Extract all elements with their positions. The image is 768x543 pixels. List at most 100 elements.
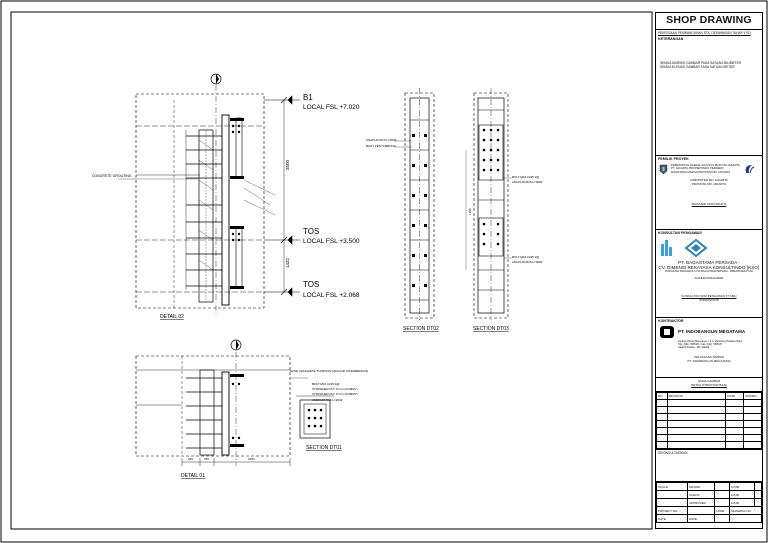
meta-check: CHECK <box>687 490 715 499</box>
meta-row: DATE DATE <box>655 514 762 523</box>
revision-row <box>656 399 762 407</box>
consultant-caption: KONSULTAN PENGAWAS / KSO BAGASTAMA PERSA… <box>664 270 754 273</box>
project-title: PEKERJAAN PEMBANGUNAN STA. DESAWASAN TAH… <box>658 31 751 35</box>
revision-col-no: NO <box>656 392 668 400</box>
callout-dt01-1: BOLT M16 A325 4@ <box>312 382 339 386</box>
revision-row <box>656 413 762 421</box>
sheet-title: SHOP DRAWING <box>666 14 752 26</box>
callout-dt01-3: STIFFENER PLT. 8 mm (DUMMY) <box>312 392 358 396</box>
meta-drawing-no: DRAWING NO. <box>729 506 762 515</box>
meta-section: SCALE DRAWN DATE CHECK DATE APPROVED DAT… <box>655 481 762 530</box>
meta-project-no: PROJECT NO. <box>655 506 689 515</box>
callout-dt01-4: ANGKUR M16 L=2002 <box>312 398 343 402</box>
callout-base-concrete: BASE CONCRETE TUMPUAN ANCHOR INTERMEDIAT… <box>290 369 368 373</box>
meta-approved: APPROVED <box>687 498 715 507</box>
revision-col-date: DATE <box>725 392 745 400</box>
meta-date-5: DATE <box>687 514 715 523</box>
bottom-dim-2: 250 <box>204 457 209 461</box>
label-detail-01: DETAIL 01 <box>181 473 205 479</box>
owner-stamp: MANAJER KONSTRUKSI <box>691 202 727 206</box>
contractor-address-1: Gedung Wisma Mampang Lt. 3 Jl. Mampang P… <box>678 340 743 343</box>
callout-dt02-1: ANGKUR M16 L=2002 <box>366 138 397 142</box>
meta-date-1-value <box>754 482 762 491</box>
revision-rows <box>656 399 762 449</box>
bagastama-logo-icon <box>661 240 672 256</box>
revision-col-revision: REVISION <box>666 392 727 400</box>
meta-drawn-value <box>713 482 731 491</box>
contractor-heading: KONTRAKTOR <box>658 319 684 323</box>
indobangun-logo-icon <box>660 326 674 338</box>
callout-concrete-grouting: CONCRETE GROUTING <box>92 174 132 178</box>
consultant-sign-2: SUPERVISOR <box>699 298 719 302</box>
drawing-name-heading: NAMA GAMBAR <box>697 379 721 383</box>
callout-dt01-2: STIFFENER PLT. 8 mm (DUMMY) <box>312 387 358 391</box>
contractor-section: KONTRAKTOR PT. INDOBANGUN MEGATAMA Gedun… <box>656 317 762 377</box>
note-2: SEMUA ELEVASI GAMBAR PADA SATUAN METER <box>660 65 735 69</box>
elevation-b1-name: B1 <box>303 93 313 102</box>
label-section-dt02: SECTION DT02 <box>403 326 439 332</box>
jakarta-emblem-icon <box>659 164 668 174</box>
consultant-sign-1: KONSULTAN SDM PENGAWAS JT SMH <box>681 294 737 298</box>
meta-row: CHECK DATE <box>655 490 762 499</box>
consultant-name-1: PT. BAGASTAMA PERSADA - <box>678 260 740 265</box>
elevation-b1-level: LOCAL FSL +7.020 <box>303 104 360 111</box>
notes-heading: KETERANGAN <box>658 37 684 41</box>
callout-dt03-1: BOLT M16 A325 2@ <box>512 175 539 179</box>
jakpro-logo-icon <box>745 165 754 174</box>
contractor-sign-2: PT. INDOBANGUN MEGATAMA <box>687 359 731 363</box>
dimension-lower: 1432 <box>285 257 290 268</box>
dimension-dt03: 1250 <box>468 208 472 215</box>
owner-line-1: PEMERINTAH DAERAH KHUSUS IBUKOTA JAKARTA <box>671 162 740 167</box>
callout-dt03-3: BOLT M16 A325 2@ <box>512 255 539 259</box>
owner-line-3: DINAS BINA MARGA PROVINSI DKI JAKARTA <box>671 169 731 174</box>
meta-table: SCALE DRAWN DATE CHECK DATE APPROVED DAT… <box>655 482 762 523</box>
project-section: PEKERJAAN PEMBANGUNAN STA. DESAWASAN TAH… <box>656 29 762 55</box>
meta-date-4: DATE <box>655 514 689 523</box>
meta-date-1: DATE <box>729 482 756 491</box>
callout-dt03-4: ANGKUR M16 L=2002 <box>512 260 543 264</box>
meta-scale: SCALE <box>655 482 689 491</box>
dimensi-logo-icon <box>684 238 708 258</box>
meta-row: APPROVED DATE <box>655 498 762 507</box>
consultant-role: SUPERVISI/LEADER <box>694 276 724 280</box>
section-dt02 <box>394 88 435 320</box>
drawing-name-section: NAMA GAMBAR DETAIL STRUKTUR BAJA <box>656 377 762 391</box>
section-dt03 <box>465 88 512 320</box>
revision-row <box>656 441 762 449</box>
label-detail-02: DETAIL 02 <box>160 314 184 320</box>
elevation-tos-2-level: LOCAL FSL +2.068 <box>303 292 360 299</box>
elevation-tos-1-name: TOS <box>303 227 319 236</box>
checked-label: DIKONSULTASIKAN <box>658 451 688 455</box>
owner-caption-2: PROVINSI DKI JAKARTA <box>691 182 727 186</box>
revision-section: NO REVISION DATE SIGNED <box>656 391 762 449</box>
contractor-sign-1: PELAKSANA SIMPAN <box>694 355 724 359</box>
consultant-heading: KONSULTAN PENGAWAS <box>658 231 702 235</box>
label-section-dt03: SECTION DT03 <box>473 326 509 332</box>
revision-row <box>656 420 762 428</box>
label-section-dt01: SECTION DT01 <box>306 445 342 451</box>
drawing-frame <box>10 11 653 530</box>
drawing-name: DETAIL STRUKTUR BAJA <box>691 383 727 387</box>
detail-01 <box>135 339 334 466</box>
contractor-name: PT. INDOBANGUN MEGATAMA <box>678 329 746 334</box>
elevation-tos-2-name: TOS <box>303 280 319 289</box>
revision-row <box>656 434 762 442</box>
meta-date-3: DATE <box>729 498 756 507</box>
contractor-address-2: Telp. (021) 7985436 / Fax. (021) 7985437 <box>678 343 723 346</box>
checked-section: DIKONSULTASIKAN <box>656 449 762 481</box>
bottom-dim-3: 1000 <box>248 457 255 461</box>
elevation-tos-1-level: LOCAL FSL +3.500 <box>303 238 360 245</box>
meta-code: CODE <box>713 506 731 515</box>
dimension-upper: 3500 <box>285 159 290 170</box>
revision-row <box>656 406 762 414</box>
detail-02 <box>118 73 300 315</box>
bottom-dim-1: 250 <box>188 457 193 461</box>
revision-row <box>656 427 762 435</box>
meta-date-2: DATE <box>729 490 756 499</box>
callout-dt03-2: ANGKUR M16 L=2002 <box>512 180 543 184</box>
callout-dt02-2: BAUT PENYAMBUNG <box>366 144 397 148</box>
title-section: SHOP DRAWING <box>656 13 762 29</box>
revision-table: NO REVISION DATE SIGNED <box>656 392 762 449</box>
note-1: SEMUA DIMENSI GAMBAR PADA SATUAN MILIMET… <box>660 61 741 65</box>
